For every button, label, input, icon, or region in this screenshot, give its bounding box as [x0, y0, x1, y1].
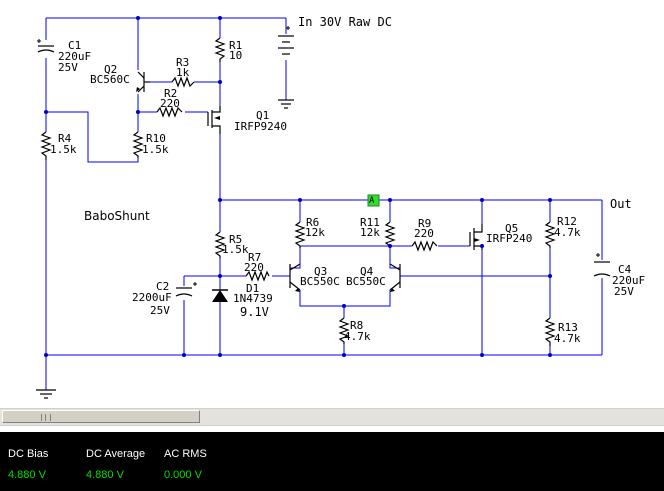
q3-ref: Q3	[314, 265, 328, 278]
q2-ref: Q2	[104, 63, 118, 76]
r6-ref: R6	[306, 216, 320, 229]
schematic-drawing	[36, 16, 611, 399]
r2-value: 220	[160, 97, 180, 110]
r12-ref: R12	[557, 215, 577, 228]
c4-value: 220uF	[612, 274, 646, 287]
r4-ref: R4	[58, 132, 72, 145]
grip-icon	[41, 414, 51, 421]
r5-ref: R5	[229, 233, 243, 246]
r2-ref: R2	[164, 87, 178, 100]
q3-part: BC550C	[300, 275, 340, 288]
d1-ref: D1	[246, 282, 260, 295]
r12-value: 4.7k	[554, 226, 581, 239]
c2-ref: C2	[156, 280, 170, 293]
r3-ref: R3	[176, 56, 190, 69]
q2-part: BC560C	[90, 73, 130, 86]
r6-value: 12k	[305, 226, 325, 239]
scrollbar-thumb[interactable]	[2, 410, 200, 423]
r1-ref: R1	[229, 39, 243, 52]
c1-rating: 25V	[58, 61, 78, 74]
dc-bias-value: 4.880 V	[8, 469, 46, 481]
r9-ref: R9	[418, 217, 432, 230]
r13-ref: R13	[558, 321, 578, 334]
dc-average-value: 4.880 V	[86, 469, 124, 481]
horizontal-scrollbar[interactable]	[0, 408, 664, 426]
circuit-title: BaboShunt	[84, 209, 150, 223]
q4-part: BC550C	[346, 275, 386, 288]
r10-ref: R10	[146, 132, 166, 145]
q1-part: IRFP9240	[234, 120, 287, 133]
q4-ref: Q4	[360, 265, 374, 278]
q1-ref: Q1	[256, 109, 270, 122]
r1-value: 10	[229, 49, 243, 62]
c4-ref: C4	[618, 263, 632, 276]
r11-ref: R11	[360, 216, 380, 229]
ac-rms-value: 0.000 V	[164, 469, 202, 481]
r8-ref: R8	[350, 319, 364, 332]
r13-value: 4.7k	[554, 332, 581, 345]
measurement-panel: DC Bias 4.880 V DC Average 4.880 V AC RM…	[0, 432, 664, 491]
dc-bias-label: DC Bias	[8, 448, 49, 460]
r5-value: 1.5k	[222, 243, 249, 256]
schematic-canvas[interactable]: In 30V Raw DC Out A BaboShunt C1 220uF 2…	[0, 0, 664, 406]
ac-rms-label: AC RMS	[164, 448, 207, 460]
r8-value: 4.7k	[344, 330, 371, 343]
dc-average-label: DC Average	[86, 448, 146, 460]
c1-value: 220uF	[58, 50, 92, 63]
q5-ref: Q5	[505, 222, 519, 235]
r7-ref: R7	[248, 251, 262, 264]
probe-marker[interactable]	[367, 194, 380, 207]
output-label: Out	[610, 197, 632, 211]
r4-value: 1.5k	[50, 143, 77, 156]
probe-label[interactable]: A	[369, 196, 375, 206]
c4-rating: 25V	[614, 285, 634, 298]
d1-voltage: 9.1V	[240, 305, 269, 319]
d1-part: 1N4739	[233, 292, 273, 305]
supply-label: In 30V Raw DC	[298, 15, 392, 29]
c1-ref: C1	[68, 39, 82, 52]
q5-part: IRFP240	[486, 232, 533, 245]
c2-rating: 25V	[150, 304, 170, 317]
r9-value: 220	[414, 227, 434, 240]
r7-value: 220	[244, 261, 264, 274]
r11-value: 12k	[360, 226, 380, 239]
c2-value: 2200uF	[132, 291, 172, 304]
r3-value: 1k	[176, 66, 190, 79]
r10-value: 1.5k	[142, 143, 169, 156]
